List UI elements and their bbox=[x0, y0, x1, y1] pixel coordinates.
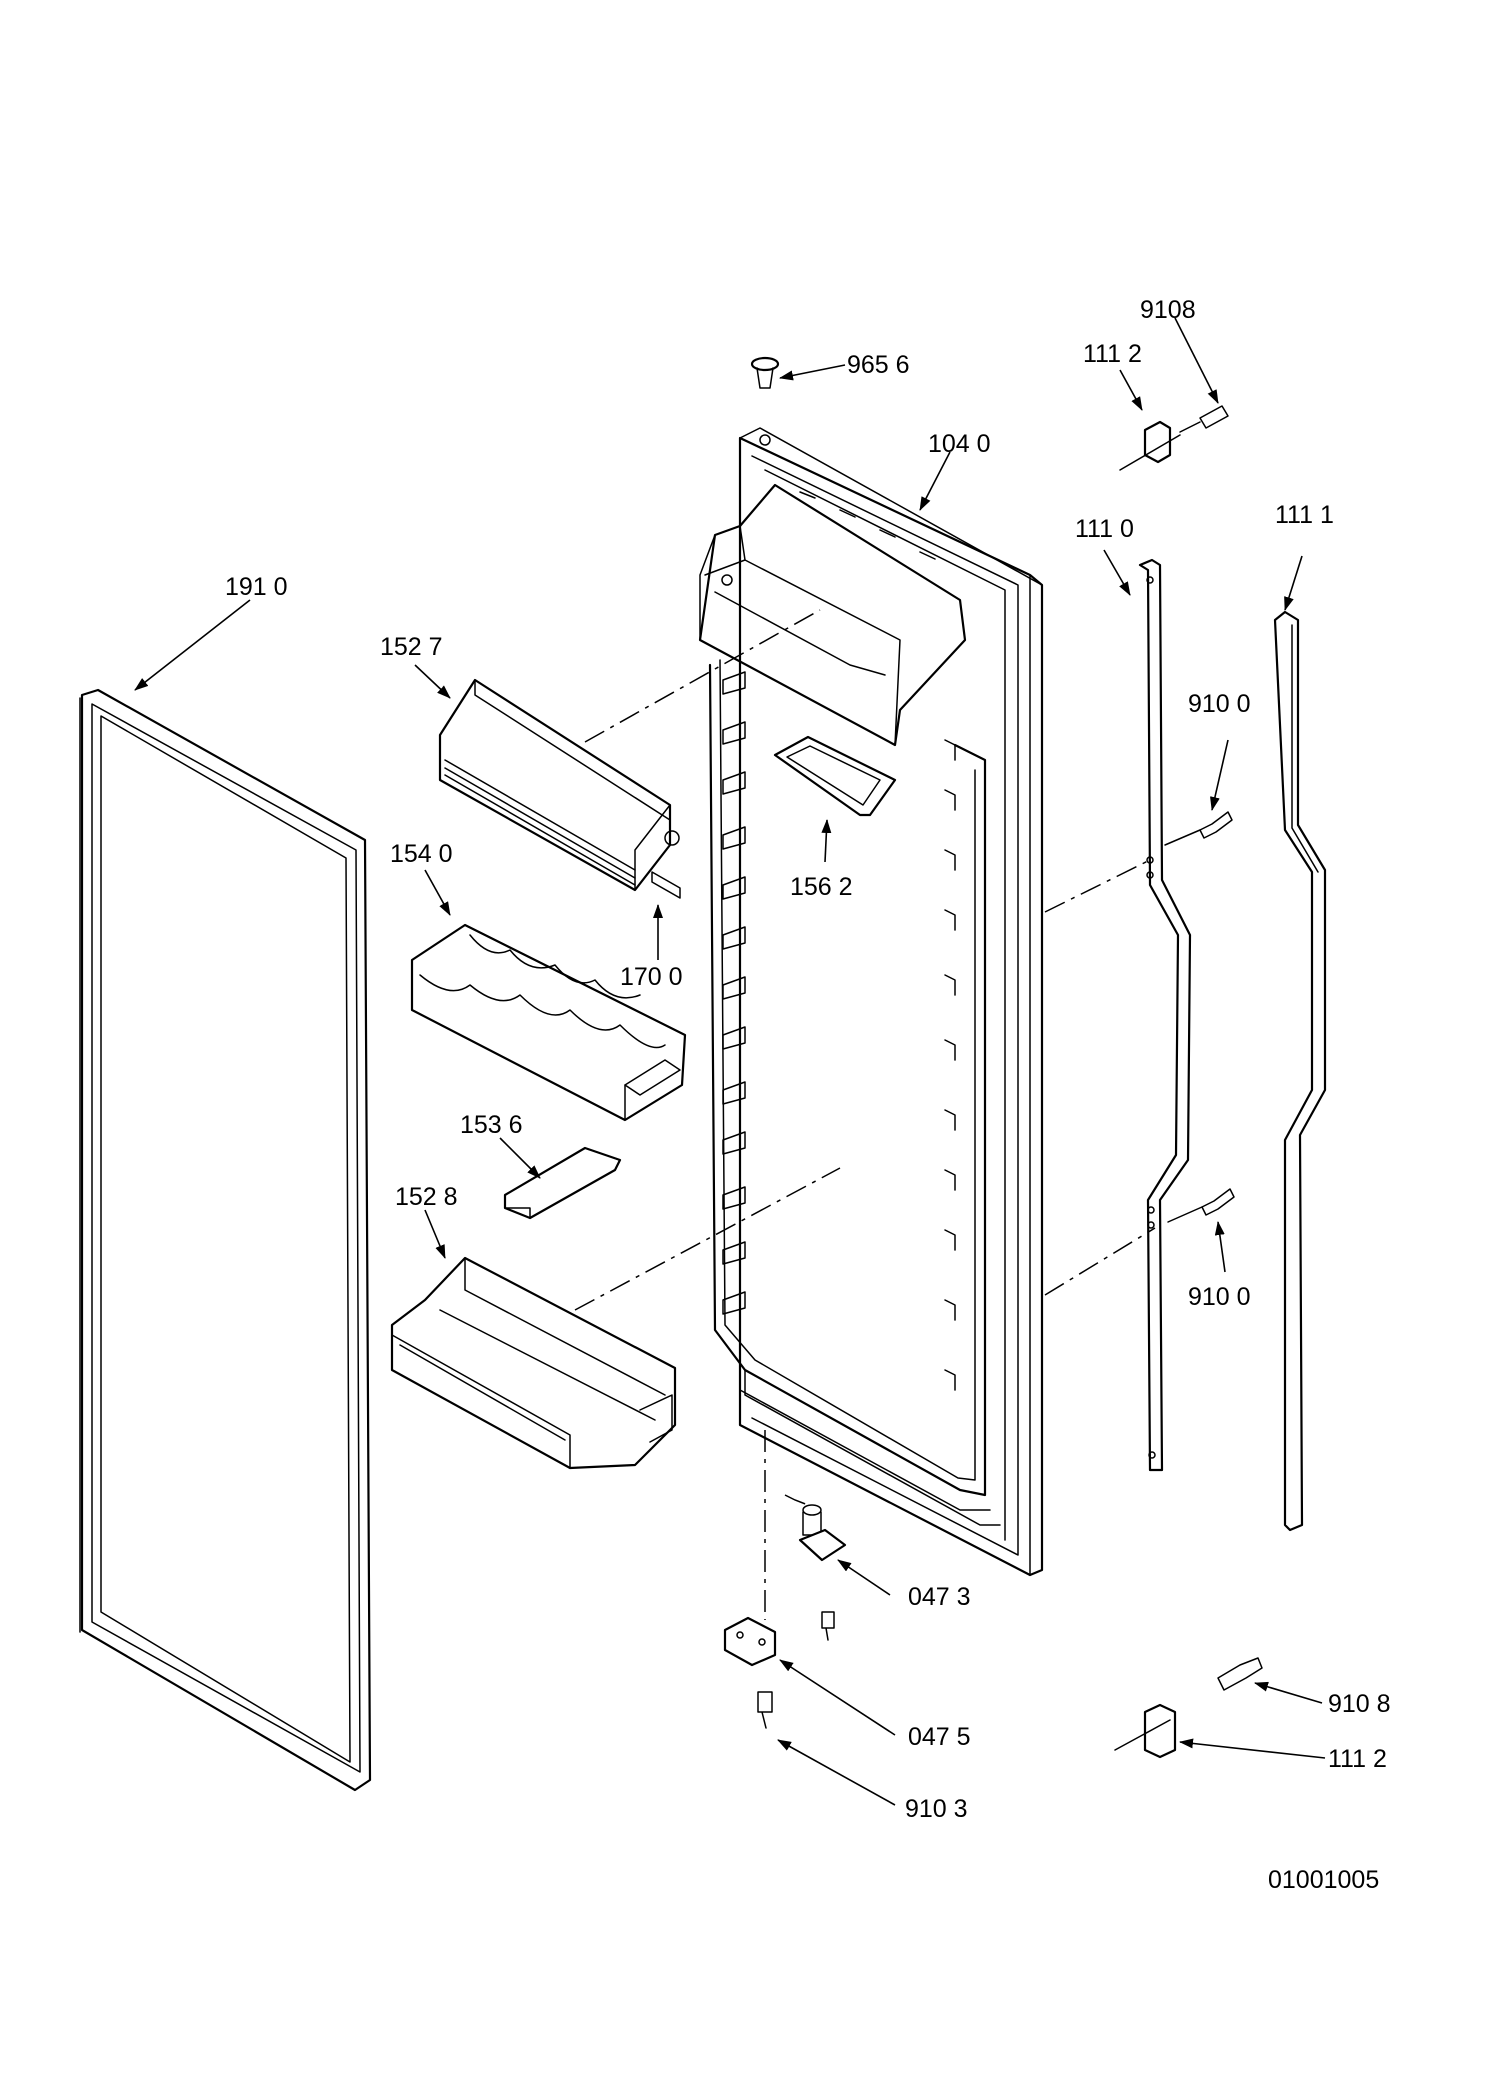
diagram-reference-number: 01001005 bbox=[1268, 1866, 1379, 1894]
callout-1040: 104 0 bbox=[928, 430, 991, 458]
shelf-clip-part bbox=[503, 1146, 622, 1220]
handle-strip-part bbox=[1138, 558, 1192, 1472]
handle-screw-top-part bbox=[1164, 811, 1233, 846]
callout-9100-top: 910 0 bbox=[1188, 690, 1251, 718]
hinge-rod-part bbox=[651, 871, 681, 899]
handle-screw-bottom-part bbox=[1167, 1188, 1235, 1223]
bottom-hinge-screw-part bbox=[1217, 1657, 1263, 1691]
bottom-hinge-bracket-part bbox=[723, 1616, 777, 1667]
callout-0475: 047 5 bbox=[908, 1723, 971, 1751]
door-liner-part bbox=[698, 427, 1044, 1577]
callout-1110: 111 0 bbox=[1075, 515, 1134, 543]
callout-1562: 156 2 bbox=[790, 873, 853, 901]
callout-9108-top: 9108 bbox=[1140, 296, 1196, 324]
door-gasket-part bbox=[79, 688, 372, 1792]
callout-1112-top: 111 2 bbox=[1083, 340, 1142, 368]
alignment-lines bbox=[574, 609, 1156, 1620]
callout-9103: 910 3 bbox=[905, 1795, 968, 1823]
hinge-screw-small-part bbox=[821, 1611, 835, 1641]
callout-labels: 965 6 104 0 9108 111 2 111 0 111 1 191 0… bbox=[225, 296, 1391, 1823]
top-hinge-screw-part bbox=[1179, 405, 1229, 433]
callout-1910: 191 0 bbox=[225, 573, 288, 601]
lower-door-bin-part bbox=[390, 1256, 677, 1470]
callout-1528: 152 8 bbox=[395, 1183, 458, 1211]
top-plug-part bbox=[750, 356, 780, 446]
callout-9108-bottom: 910 8 bbox=[1328, 1690, 1391, 1718]
callout-1536: 153 6 bbox=[460, 1111, 523, 1139]
callout-9656: 965 6 bbox=[847, 351, 910, 379]
handle-trim-part bbox=[1273, 610, 1327, 1532]
callout-0473: 047 3 bbox=[908, 1583, 971, 1611]
egg-tray-part bbox=[410, 923, 687, 1122]
bottom-hinge-cap-part bbox=[1114, 1703, 1177, 1759]
callout-1700: 170 0 bbox=[620, 963, 683, 991]
top-hinge-cap-part bbox=[1119, 420, 1181, 471]
callout-9100-bottom: 910 0 bbox=[1188, 1283, 1251, 1311]
bottom-hinge-pin-part bbox=[798, 1504, 847, 1562]
callout-1112-bottom: 111 2 bbox=[1328, 1745, 1387, 1773]
bottom-bracket-screw-part bbox=[757, 1691, 773, 1729]
callout-1540: 154 0 bbox=[390, 840, 453, 868]
liner-right-tabs bbox=[944, 739, 956, 1391]
dairy-compartment-part bbox=[438, 678, 680, 892]
liner-rib-tabs bbox=[722, 671, 746, 1315]
callout-1111: 111 1 bbox=[1275, 501, 1334, 529]
butter-tray-part bbox=[773, 735, 897, 817]
callout-1527: 152 7 bbox=[380, 633, 443, 661]
leader-lines bbox=[134, 317, 1326, 1806]
